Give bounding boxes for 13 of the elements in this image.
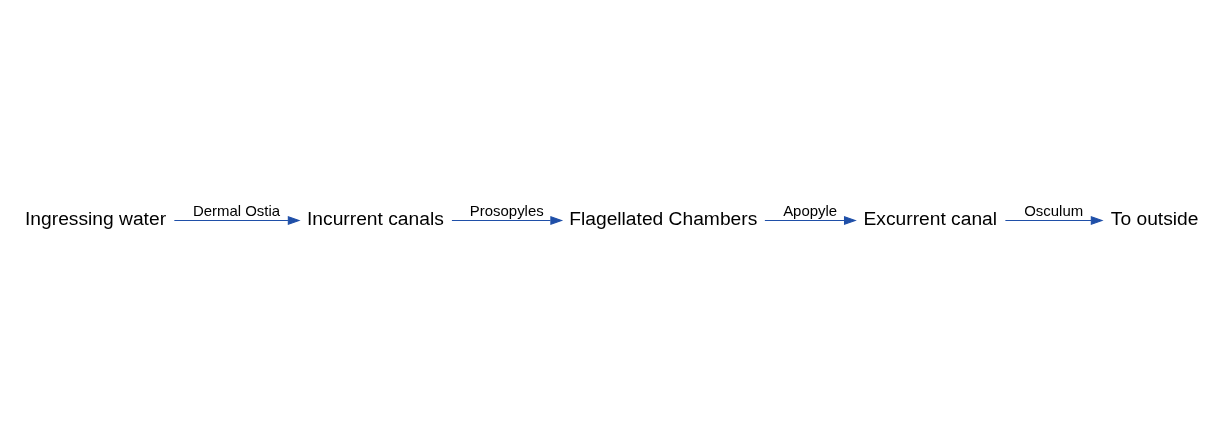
node-text: Excurrent canal — [863, 208, 998, 230]
node-text: Ingressing water — [25, 208, 167, 230]
edge-label: Prosopyles — [469, 202, 544, 220]
node-text: To outside — [1110, 208, 1199, 230]
edge-label: Apopyle — [783, 202, 838, 220]
arrow — [173, 216, 301, 225]
node-text: Incurrent canals — [307, 208, 444, 230]
arrow — [764, 216, 857, 225]
node-text: Flagellated Chambers — [569, 208, 758, 230]
arrow — [451, 216, 564, 225]
edge-label: Osculum — [1024, 202, 1084, 220]
arrow — [1004, 216, 1104, 225]
edge-label: Dermal Ostia — [192, 202, 281, 220]
